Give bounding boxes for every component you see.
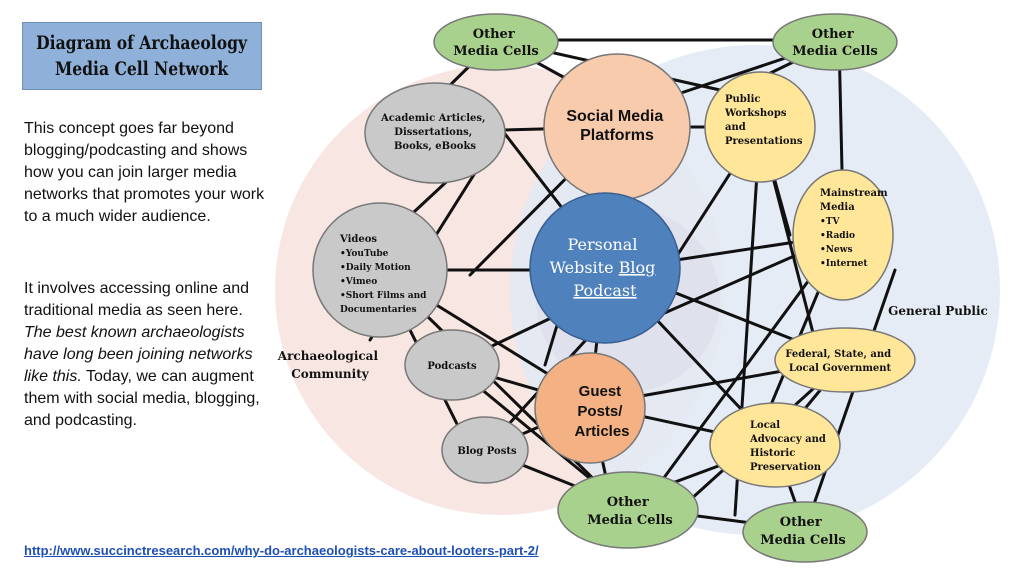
svg-text:Other Media Cells: Other Media Cells: [453, 27, 538, 59]
svg-text:Mainstream Media: Mainstream Media: [820, 188, 891, 213]
node-videos: Videos •YouTube •Daily Motion •Vimeo •Sh…: [312, 202, 448, 338]
title-line-2: Media Cell Network: [55, 58, 229, 80]
svg-text:Federal, State, and Loca: Federal, State, and Local Government: [785, 349, 894, 374]
svg-text:Other Media Cells: Other Media Cells: [760, 515, 845, 548]
node-local-advocacy: Local Advocacy and Historic Preservation: [709, 402, 841, 488]
node-social-media-platforms: Social Media Platforms: [543, 53, 691, 201]
general-public-label: General Public: [888, 304, 988, 318]
svg-text:•YouTube •Daily Motion: •YouTube •Daily Motion •Vimeo •Short Fil…: [340, 249, 430, 315]
description-paragraph-2: It involves accessing online and traditi…: [24, 278, 274, 432]
node-academic-articles: Academic Articles, Dissertations, Books,…: [364, 82, 506, 184]
node-public-workshops: Public Workshops and Presentations: [704, 71, 816, 183]
svg-text:Academic Articles, Disse: Academic Articles, Dissertations, Books,…: [380, 113, 489, 152]
node-other-cells-bottom-right: Other Media Cells: [742, 501, 868, 563]
svg-text:Blog Posts: Blog Posts: [457, 446, 517, 457]
node-government: Federal, State, and Local Government: [774, 327, 916, 393]
title-line-1: Diagram of Archaeology: [36, 32, 248, 54]
archaeological-community-label: Archaeological Community: [277, 349, 382, 381]
node-personal-website: Personal Website Blog Podcast: [529, 192, 681, 344]
paragraph-2-italic: The best known archaeologists have long …: [24, 324, 253, 385]
description-paragraph-1: This concept goes far beyond blogging/po…: [24, 120, 265, 225]
source-link[interactable]: http://www.succinctresearch.com/why-do-a…: [24, 543, 539, 558]
node-mainstream-media: Mainstream Media •TV •Radio •News •Inter…: [792, 169, 894, 301]
diagram-title: Diagram of Archaeology Media Cell Networ…: [37, 30, 248, 82]
svg-text:Other Media Cells: Other Media Cells: [792, 27, 877, 59]
connection-line: [803, 268, 897, 532]
svg-text:•TV •Radio •News: •TV •Radio •News •Internet: [820, 217, 868, 269]
svg-text:Podcasts: Podcasts: [427, 361, 477, 372]
diagram-title-box: Diagram of Archaeology Media Cell Networ…: [22, 22, 262, 90]
svg-text:Social Media Platforms: Social Media Platforms: [566, 108, 667, 144]
svg-text:Other Media Cells: Other Media Cells: [587, 495, 672, 528]
paragraph-2-plain: It involves accessing online and traditi…: [24, 280, 250, 319]
node-podcasts: Podcasts: [404, 329, 500, 401]
svg-text:Public Workshops a: Public Workshops and Presentations: [724, 94, 803, 147]
node-other-cells-top-right: Other Media Cells: [772, 13, 898, 71]
svg-text:Guest Posts/ Artic: Guest Posts/ Articles: [574, 383, 629, 440]
node-blog-posts: Blog Posts: [441, 416, 529, 484]
svg-text:Local Advocacy and: Local Advocacy and Historic Preservation: [749, 420, 829, 473]
paragraph-2-end: Today, we can augment them with social m…: [24, 368, 260, 429]
node-guest-posts: Guest Posts/ Articles: [534, 352, 646, 464]
svg-text:Videos: Videos: [339, 234, 377, 245]
node-other-cells-top-left: Other Media Cells: [433, 13, 559, 71]
node-other-cells-bottom-center: Other Media Cells: [557, 471, 699, 549]
svg-text:Personal Website Blog: Personal Website Blog Podcast: [549, 235, 660, 300]
